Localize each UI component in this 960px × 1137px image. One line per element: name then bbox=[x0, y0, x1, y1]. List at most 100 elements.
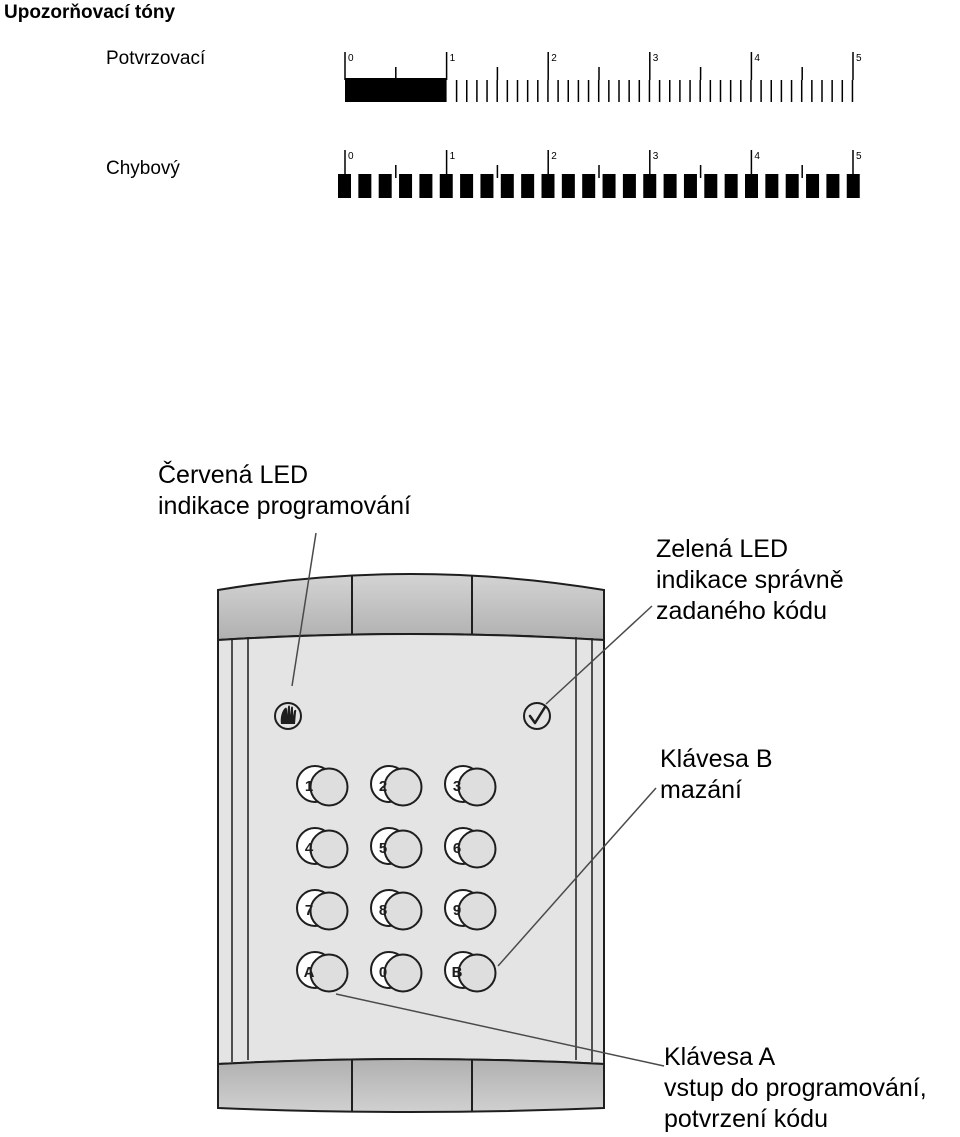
error-tone-pulse bbox=[399, 174, 413, 198]
error-tone-pulse bbox=[561, 174, 575, 198]
error-tone-pulse bbox=[378, 174, 392, 198]
housing-bottom-bar bbox=[217, 1058, 605, 1113]
error-tone-pulse bbox=[622, 174, 636, 198]
key-label: 2 bbox=[379, 778, 387, 795]
callout-green-led-title: Zelená LED bbox=[656, 535, 789, 563]
key-label: 1 bbox=[305, 778, 313, 795]
key-label: 0 bbox=[379, 964, 387, 981]
ruler-tick-label: 5 bbox=[856, 53, 862, 64]
key-cap bbox=[383, 891, 423, 931]
error-tone-pulse bbox=[582, 174, 596, 198]
key-cap bbox=[309, 767, 349, 807]
key-cap bbox=[309, 829, 349, 869]
error-tone-pulse bbox=[785, 174, 799, 198]
confirm-tone-beep bbox=[345, 78, 447, 102]
leader-line-key-a bbox=[335, 993, 665, 1067]
error-tone-pulse bbox=[643, 174, 657, 198]
key-label: 3 bbox=[453, 778, 461, 795]
leader-line-green-led bbox=[545, 605, 653, 705]
error-tone-pulse bbox=[338, 174, 351, 198]
leader-lines bbox=[291, 532, 665, 1067]
key-cap bbox=[383, 829, 423, 869]
callout-red-led: Červená LED indikace programování bbox=[158, 460, 411, 522]
callout-green-led-desc: zadaného kódu bbox=[656, 597, 827, 625]
ok-led bbox=[523, 702, 551, 730]
error-tone-pulse bbox=[439, 174, 453, 198]
ruler-tick-label: 4 bbox=[754, 151, 760, 162]
error-tone-pulse bbox=[521, 174, 535, 198]
error-tone-pulse bbox=[541, 174, 555, 198]
error-tone-pulse bbox=[765, 174, 779, 198]
tone-label-error: Chybový bbox=[106, 158, 180, 179]
error-tone-pulse bbox=[419, 174, 433, 198]
callout-red-led-desc: indikace programování bbox=[158, 492, 411, 520]
keypad-key[interactable]: 8 bbox=[370, 889, 423, 931]
key-label: 6 bbox=[453, 840, 461, 857]
key-label: 5 bbox=[379, 840, 387, 857]
callout-key-a-desc: potvrzení kódu bbox=[664, 1105, 828, 1133]
key-cap bbox=[309, 953, 349, 993]
ruler-tick-label: 1 bbox=[450, 151, 456, 162]
error-tone-pulse bbox=[806, 174, 820, 198]
tone-label-confirm: Potvrzovací bbox=[106, 48, 206, 69]
ruler-tick-label: 0 bbox=[348, 53, 354, 64]
keypad-key[interactable]: 6 bbox=[444, 827, 497, 869]
keypad-key[interactable]: 4 bbox=[296, 827, 349, 869]
ruler-tick-label: 4 bbox=[754, 53, 760, 64]
keypad-key[interactable]: 5 bbox=[370, 827, 423, 869]
callout-key-a-desc: vstup do programování, bbox=[664, 1074, 927, 1102]
leader-line-red-led bbox=[291, 532, 317, 687]
tone-ruler-error: 0 1 2 3 4 5 bbox=[338, 150, 862, 198]
callout-key-a: Klávesa A vstup do programování, potvrze… bbox=[664, 1042, 927, 1135]
key-label: 9 bbox=[453, 902, 461, 919]
key-label: B bbox=[452, 964, 463, 981]
housing-top-bar bbox=[217, 573, 605, 642]
key-label: 4 bbox=[305, 840, 314, 857]
keypad-key[interactable]: B bbox=[444, 951, 497, 993]
key-cap bbox=[457, 891, 497, 931]
ruler-tick-label: 2 bbox=[551, 53, 557, 64]
keypad-key[interactable]: 2 bbox=[370, 765, 423, 807]
ruler-tick-label: 3 bbox=[653, 53, 659, 64]
keypad-key[interactable]: A bbox=[296, 951, 349, 993]
callout-red-led-title: Červená LED bbox=[158, 461, 309, 489]
ruler-tick-label: 0 bbox=[348, 151, 354, 162]
ruler-tick-label: 3 bbox=[653, 151, 659, 162]
callout-key-a-title: Klávesa A bbox=[664, 1043, 776, 1071]
callout-key-b-desc: mazání bbox=[660, 776, 742, 804]
key-cap bbox=[383, 767, 423, 807]
error-tone-pulse bbox=[704, 174, 718, 198]
error-tone-pulse bbox=[500, 174, 514, 198]
error-tone-pulse bbox=[846, 174, 860, 198]
key-label: 8 bbox=[379, 902, 387, 919]
error-tone-pulse bbox=[602, 174, 616, 198]
hand-icon bbox=[280, 705, 297, 724]
keypad-key[interactable]: 0 bbox=[370, 951, 423, 993]
key-cap bbox=[383, 953, 423, 993]
keypad-key[interactable]: 1 bbox=[296, 765, 349, 807]
ruler-tick-label: 1 bbox=[450, 53, 456, 64]
callout-green-led: Zelená LED indikace správně zadaného kód… bbox=[656, 534, 844, 627]
error-tone-pulse bbox=[745, 174, 758, 198]
error-tone-pulse bbox=[460, 174, 474, 198]
error-tone-pulse bbox=[663, 174, 677, 198]
error-tone-pulse bbox=[480, 174, 494, 198]
key-cap bbox=[457, 829, 497, 869]
callout-key-b-title: Klávesa B bbox=[660, 745, 773, 773]
ruler-tick-label: 5 bbox=[856, 151, 862, 162]
callout-green-led-desc: indikace správně bbox=[656, 566, 844, 594]
error-tone-pulse bbox=[724, 174, 738, 198]
keypad-key[interactable]: 7 bbox=[296, 889, 349, 931]
keypad-key[interactable]: 3 bbox=[444, 765, 497, 807]
key-cap bbox=[457, 767, 497, 807]
tones-title: Upozorňovací tóny bbox=[4, 2, 176, 23]
callout-key-b: Klávesa B mazání bbox=[660, 744, 773, 806]
key-cap bbox=[457, 953, 497, 993]
ruler-tick-label: 2 bbox=[551, 151, 557, 162]
keypad-key[interactable]: 9 bbox=[444, 889, 497, 931]
key-label: A bbox=[304, 964, 315, 981]
tone-ruler-confirm: 0 1 2 3 4 5 bbox=[344, 52, 862, 102]
error-tone-pulse bbox=[358, 174, 372, 198]
